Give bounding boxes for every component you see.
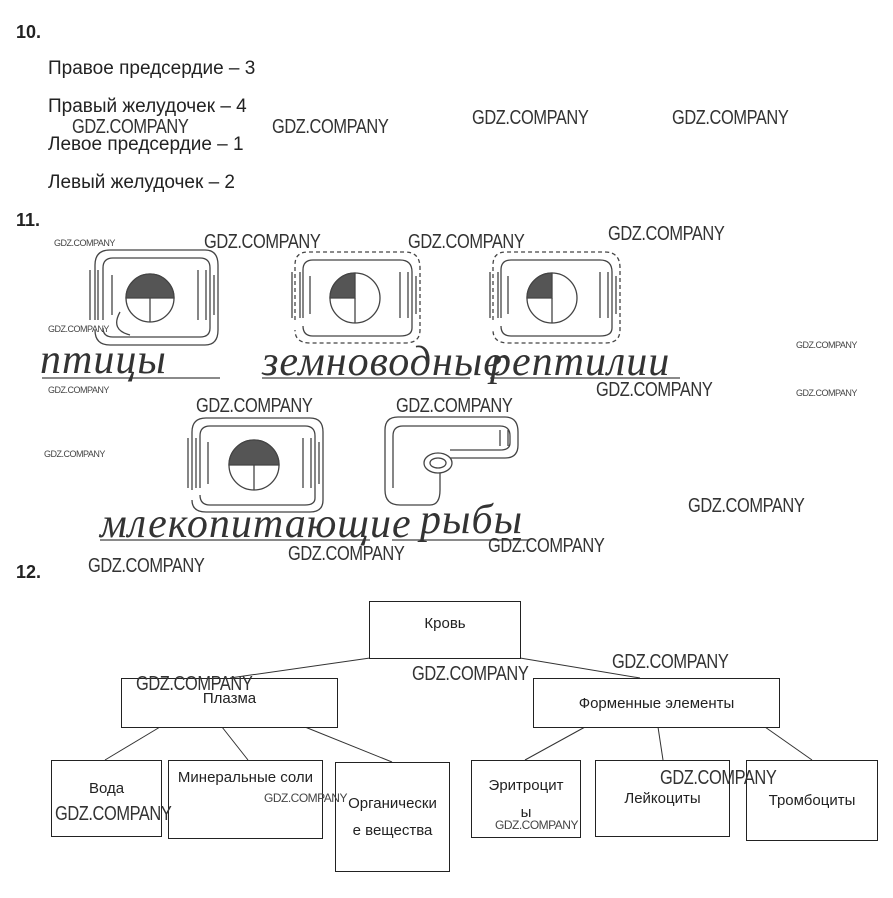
label-fish: рыбы bbox=[420, 497, 524, 543]
watermark: GDZ.COMPANY bbox=[688, 495, 805, 517]
node-formed-elements: Форменные элементы bbox=[533, 678, 780, 728]
label-birds: птицы bbox=[40, 337, 167, 383]
watermark: GDZ.COMPANY bbox=[472, 107, 589, 129]
watermark: GDZ.COMPANY bbox=[272, 116, 389, 138]
watermark: GDZ.COMPANY bbox=[660, 767, 777, 789]
watermark: GDZ.COMPANY bbox=[396, 395, 513, 417]
fish-circulation-diagram bbox=[384, 416, 519, 506]
watermark: GDZ.COMPANY bbox=[488, 535, 605, 557]
answer-10-line-4: Левый желудочек – 2 bbox=[48, 172, 235, 193]
node-water: Вода bbox=[51, 760, 162, 837]
node-thrombocytes: Тромбоциты bbox=[746, 760, 878, 841]
watermark: GDZ.COMPANY bbox=[204, 231, 321, 253]
watermark: GDZ.COMPANY bbox=[136, 673, 253, 695]
tree-connectors bbox=[104, 657, 813, 763]
watermark: GDZ.COMPANY bbox=[672, 107, 789, 129]
watermark: GDZ.COMPANY bbox=[796, 388, 857, 398]
node-organic-substances: Органические вещества bbox=[335, 762, 450, 872]
bird-circulation-diagram bbox=[89, 249, 219, 346]
node-mineral-salts: Минеральные соли bbox=[168, 760, 323, 839]
watermark: GDZ.COMPANY bbox=[88, 555, 205, 577]
watermark: GDZ.COMPANY bbox=[412, 663, 529, 685]
watermark: GDZ.COMPANY bbox=[196, 395, 313, 417]
label-reptiles: рептилии bbox=[490, 339, 671, 385]
question-10-number: 10. bbox=[16, 22, 42, 42]
watermark: GDZ.COMPANY bbox=[608, 223, 725, 245]
question-12-number: 12. bbox=[16, 562, 42, 582]
question-11-number: 11. bbox=[16, 210, 41, 230]
watermark: GDZ.COMPANY bbox=[48, 324, 109, 334]
reptile-circulation-diagram bbox=[489, 251, 621, 344]
label-mammals: млекопитающие bbox=[100, 501, 412, 547]
watermark: GDZ.COMPANY bbox=[495, 818, 578, 832]
watermark: GDZ.COMPANY bbox=[264, 791, 347, 805]
watermark: GDZ.COMPANY bbox=[55, 803, 172, 825]
watermark: GDZ.COMPANY bbox=[596, 379, 713, 401]
watermark: GDZ.COMPANY bbox=[72, 116, 189, 138]
node-plasma: Плазма bbox=[121, 678, 338, 728]
watermark: GDZ.COMPANY bbox=[408, 231, 525, 253]
watermark: GDZ.COMPANY bbox=[612, 651, 729, 673]
answer-10-line-1: Правое предсердие – 3 bbox=[48, 58, 256, 79]
amphibian-circulation-diagram bbox=[291, 251, 421, 344]
watermark: GDZ.COMPANY bbox=[54, 238, 115, 248]
watermark: GDZ.COMPANY bbox=[796, 340, 857, 350]
answer-10-line-3: Левое предсердие – 1 bbox=[48, 134, 244, 155]
answer-10-line-2: Правый желудочек – 4 bbox=[48, 96, 247, 117]
node-erythrocytes: Эритроциты bbox=[471, 760, 581, 838]
watermark: GDZ.COMPANY bbox=[44, 449, 105, 459]
watermark: GDZ.COMPANY bbox=[48, 385, 109, 395]
label-amphibians: земноводные bbox=[262, 339, 503, 385]
node-blood: Кровь bbox=[369, 601, 521, 659]
node-leukocytes: Лейкоциты bbox=[595, 760, 730, 837]
mammal-circulation-diagram bbox=[187, 417, 324, 513]
watermark: GDZ.COMPANY bbox=[288, 543, 405, 565]
